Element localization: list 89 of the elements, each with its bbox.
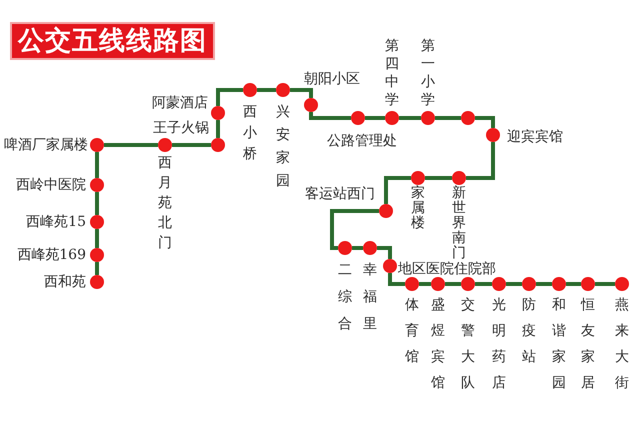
stop-name: 阿蒙酒店 bbox=[152, 96, 208, 110]
stop-dot bbox=[304, 98, 318, 112]
stop-name: 客运站西门 bbox=[305, 186, 375, 202]
stop-dot bbox=[411, 171, 425, 185]
stop-name: 燕来大街 bbox=[615, 296, 629, 393]
route-line bbox=[595, 282, 615, 286]
stop-dot bbox=[522, 277, 536, 291]
route-line bbox=[435, 116, 461, 120]
stop-dot bbox=[338, 241, 352, 255]
stop-name: 西小桥 bbox=[243, 102, 257, 164]
stop-name: 啤酒厂家属楼 bbox=[4, 138, 88, 152]
route-line bbox=[425, 176, 452, 180]
stop-dot bbox=[90, 178, 104, 192]
stop-name: 幸福里 bbox=[363, 260, 377, 334]
stop-dot bbox=[452, 171, 466, 185]
stop-dot bbox=[552, 277, 566, 291]
route-line bbox=[95, 229, 99, 248]
route-line bbox=[309, 112, 351, 120]
stop-dot bbox=[211, 138, 225, 152]
route-line bbox=[566, 282, 581, 286]
stop-name: 兴安家园 bbox=[276, 102, 290, 190]
route-line bbox=[377, 246, 392, 259]
route-line bbox=[352, 246, 363, 250]
stop-dot bbox=[351, 111, 365, 125]
route-line bbox=[216, 88, 243, 106]
stop-dot bbox=[431, 277, 445, 291]
route-line bbox=[257, 88, 276, 92]
route-line bbox=[475, 282, 492, 286]
route-line bbox=[216, 120, 220, 138]
stop-name: 西和苑 bbox=[44, 274, 86, 290]
title-banner: 公交五线线路图 bbox=[10, 22, 215, 60]
stop-name: 公路管理处 bbox=[327, 134, 397, 148]
stop-dot bbox=[461, 277, 475, 291]
stop-name: 第一小学 bbox=[421, 37, 435, 109]
stop-name: 西岭中医院 bbox=[16, 178, 86, 192]
route-line bbox=[466, 142, 495, 180]
route-line bbox=[330, 209, 379, 250]
stop-dot bbox=[581, 277, 595, 291]
stop-name: 西峰苑169 bbox=[17, 248, 86, 262]
route-line bbox=[172, 143, 211, 147]
stop-dot bbox=[421, 111, 435, 125]
stop-dot bbox=[211, 106, 225, 120]
stop-name: 和谐家园 bbox=[552, 296, 566, 393]
route-line bbox=[445, 282, 461, 286]
stop-dot bbox=[90, 138, 104, 152]
route-line bbox=[475, 116, 495, 128]
stop-name: 西月苑北门 bbox=[158, 154, 172, 253]
stop-dot bbox=[90, 275, 104, 289]
route-line bbox=[95, 262, 99, 275]
route-line bbox=[290, 88, 313, 98]
stop-name: 西峰苑15 bbox=[26, 214, 86, 230]
stop-dot bbox=[383, 259, 397, 273]
route-line bbox=[365, 116, 385, 120]
stop-dot bbox=[243, 83, 257, 97]
stop-dot bbox=[385, 111, 399, 125]
stop-name: 迎宾宾馆 bbox=[507, 130, 563, 144]
stop-dot bbox=[158, 138, 172, 152]
stop-dot bbox=[363, 241, 377, 255]
route-line bbox=[104, 143, 158, 147]
stop-name: 家属楼 bbox=[411, 186, 425, 230]
stop-dot bbox=[405, 277, 419, 291]
route-line bbox=[388, 273, 405, 286]
stop-dot bbox=[90, 248, 104, 262]
stop-dot bbox=[492, 277, 506, 291]
stop-name: 盛煜宾馆 bbox=[431, 296, 445, 393]
route-line bbox=[419, 282, 431, 286]
route-line bbox=[95, 152, 99, 178]
route-line bbox=[399, 116, 421, 120]
stop-dot bbox=[276, 83, 290, 97]
route-line bbox=[95, 192, 99, 215]
route-line bbox=[384, 176, 411, 204]
stop-name: 新世界南门 bbox=[452, 186, 466, 260]
stop-name: 地区医院住院部 bbox=[398, 262, 496, 276]
stop-dot bbox=[461, 111, 475, 125]
route-line bbox=[536, 282, 552, 286]
stop-name: 防疫站 bbox=[522, 296, 536, 367]
stop-name: 恒友家居 bbox=[581, 296, 595, 393]
stop-name: 朝阳小区 bbox=[304, 72, 360, 86]
stop-dot bbox=[615, 277, 629, 291]
stop-name: 王子火锅 bbox=[153, 120, 209, 136]
stop-dot bbox=[379, 204, 393, 218]
stop-name: 光明药店 bbox=[492, 296, 506, 393]
stop-name: 体育馆 bbox=[405, 296, 419, 367]
stop-dot bbox=[90, 215, 104, 229]
route-line bbox=[506, 282, 522, 286]
stop-name: 二综合 bbox=[338, 260, 352, 334]
stop-dot bbox=[486, 128, 500, 142]
stop-name: 交警大队 bbox=[461, 296, 475, 393]
stop-name: 第四中学 bbox=[385, 37, 399, 109]
